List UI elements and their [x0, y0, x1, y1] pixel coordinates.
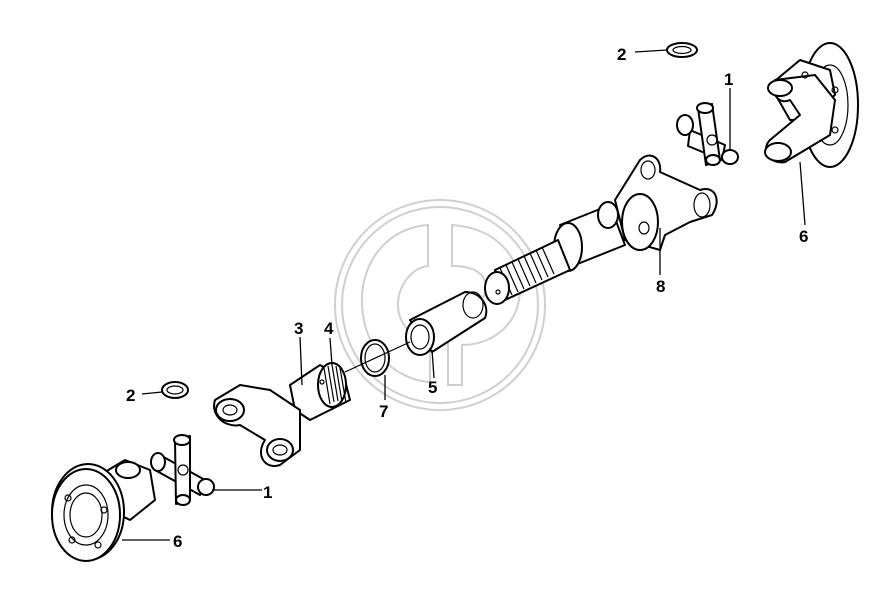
- snap-ring-left: [161, 381, 189, 399]
- universal-joint-cross-bottom: [150, 434, 215, 506]
- callout-6-left: 6: [173, 532, 182, 551]
- callout-7: 7: [379, 402, 388, 421]
- center-axis-line: [344, 341, 411, 373]
- slip-yoke: [553, 154, 718, 272]
- snap-ring-top: [666, 42, 698, 58]
- callout-1-bottom: 1: [263, 483, 272, 502]
- callout-1-top: 1: [724, 70, 733, 89]
- flange-yoke-right: [764, 42, 859, 168]
- watermark-logo: [334, 199, 546, 411]
- flange-yoke-left: [51, 459, 156, 562]
- callout-labels: 2 1 6 8 3 4 5 7 2 1 6: [126, 45, 808, 551]
- callout-2-top: 2: [617, 45, 626, 64]
- callout-5: 5: [428, 378, 437, 397]
- tube-yoke: [213, 362, 351, 467]
- callout-4: 4: [324, 319, 334, 338]
- tube: [405, 291, 488, 356]
- universal-joint-cross-top: [676, 102, 739, 166]
- callout-2-left: 2: [126, 386, 135, 405]
- callout-6-right: 6: [799, 227, 808, 246]
- callout-3: 3: [294, 319, 303, 338]
- splined-shaft: [484, 239, 571, 305]
- leader-lines: [122, 49, 806, 541]
- callout-8: 8: [656, 277, 665, 296]
